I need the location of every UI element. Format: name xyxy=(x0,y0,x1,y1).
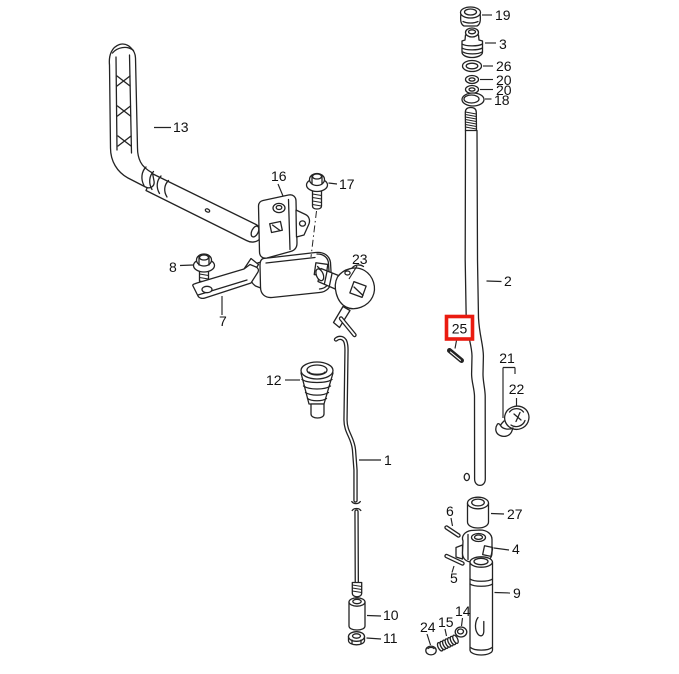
label-7: 7 xyxy=(219,296,227,329)
part-label-12: 12 xyxy=(266,372,282,388)
part-label-20a: 20 xyxy=(496,72,512,88)
label-5: 5 xyxy=(450,565,458,586)
label-21: 21 xyxy=(499,350,515,366)
label-14: 14 xyxy=(455,603,471,627)
label-20a: 20 xyxy=(480,72,512,88)
label-2: 2 xyxy=(486,273,512,289)
part-label-22: 22 xyxy=(509,381,525,397)
part-19-cap-nut xyxy=(459,6,482,27)
label-1: 1 xyxy=(359,452,392,468)
label-12: 12 xyxy=(266,372,300,388)
part-4-connector xyxy=(455,529,494,563)
part-13-shift-lever xyxy=(108,43,263,243)
label-18: 18 xyxy=(485,92,510,108)
label-26: 26 xyxy=(483,58,512,74)
part-1-rod xyxy=(333,335,363,598)
part-25-pin xyxy=(447,340,464,363)
label-23: 23 xyxy=(348,251,368,280)
part-27-bushing xyxy=(466,496,490,529)
part-5-pin xyxy=(444,553,465,566)
label-22: 22 xyxy=(509,381,525,397)
label-8: 8 xyxy=(169,259,194,275)
label-27: 27 xyxy=(490,506,523,522)
highlight-box-25: 25 xyxy=(444,314,475,341)
part-label-25: 25 xyxy=(452,321,468,337)
part-label-27: 27 xyxy=(507,506,523,522)
part-26-oring xyxy=(461,59,483,73)
label-19: 19 xyxy=(482,7,511,23)
part-label-23: 23 xyxy=(352,251,368,267)
part-label-7: 7 xyxy=(219,313,227,329)
part-label-13: 13 xyxy=(173,119,189,135)
part-label-24: 24 xyxy=(420,619,436,635)
part-9-tube xyxy=(469,556,494,656)
part-label-20b: 20 xyxy=(496,82,512,98)
part-label-5: 5 xyxy=(450,570,458,586)
part-15-spring xyxy=(436,634,459,652)
label-10: 10 xyxy=(366,607,399,623)
part-14-ring xyxy=(454,626,468,638)
part-12-boot xyxy=(300,361,334,419)
label-16: 16 xyxy=(271,168,287,197)
part-label-3: 3 xyxy=(499,36,507,52)
part-23-link-joint xyxy=(315,264,376,338)
part-label-16: 16 xyxy=(271,168,287,184)
red-highlight-box xyxy=(444,314,475,341)
part-label-26: 26 xyxy=(496,58,512,74)
part-18-ring xyxy=(461,92,485,107)
part-6-pin xyxy=(444,525,461,538)
part-label-10: 10 xyxy=(383,607,399,623)
label-13: 13 xyxy=(154,119,189,135)
part-3-adjuster xyxy=(461,27,484,59)
part-label-18: 18 xyxy=(494,92,510,108)
label-24: 24 xyxy=(420,619,436,646)
part-11-nut xyxy=(347,631,366,646)
label-4: 4 xyxy=(493,541,520,557)
part-label-11: 11 xyxy=(383,630,398,646)
part-16-bracket xyxy=(249,194,333,299)
label-9: 9 xyxy=(494,585,521,601)
part-label-9: 9 xyxy=(513,585,521,601)
label-11: 11 xyxy=(366,630,398,646)
label-15: 15 xyxy=(438,614,454,637)
part-label-17: 17 xyxy=(339,176,355,192)
part-label-4: 4 xyxy=(512,541,520,557)
label-3: 3 xyxy=(485,36,507,52)
part-label-2: 2 xyxy=(504,273,512,289)
part-label-15: 15 xyxy=(438,614,454,630)
part-label-6: 6 xyxy=(446,503,454,519)
part-label-1: 1 xyxy=(384,452,392,468)
part-21-22-clamp xyxy=(495,366,530,438)
label-6: 6 xyxy=(446,503,454,527)
part-20b-washer xyxy=(464,84,480,95)
label-17: 17 xyxy=(328,176,355,192)
label-20b: 20 xyxy=(480,82,512,98)
part-17-bolt xyxy=(305,172,329,258)
part-24-ball xyxy=(425,645,437,656)
part-10-spacer xyxy=(348,597,366,631)
part-2-shift-rod xyxy=(463,106,486,487)
part-label-14: 14 xyxy=(455,603,471,619)
part-label-21: 21 xyxy=(499,350,515,366)
part-7-plate xyxy=(192,257,260,300)
part-label-8: 8 xyxy=(169,259,177,275)
part-label-19: 19 xyxy=(495,7,511,23)
part-20a-washer xyxy=(464,74,480,85)
